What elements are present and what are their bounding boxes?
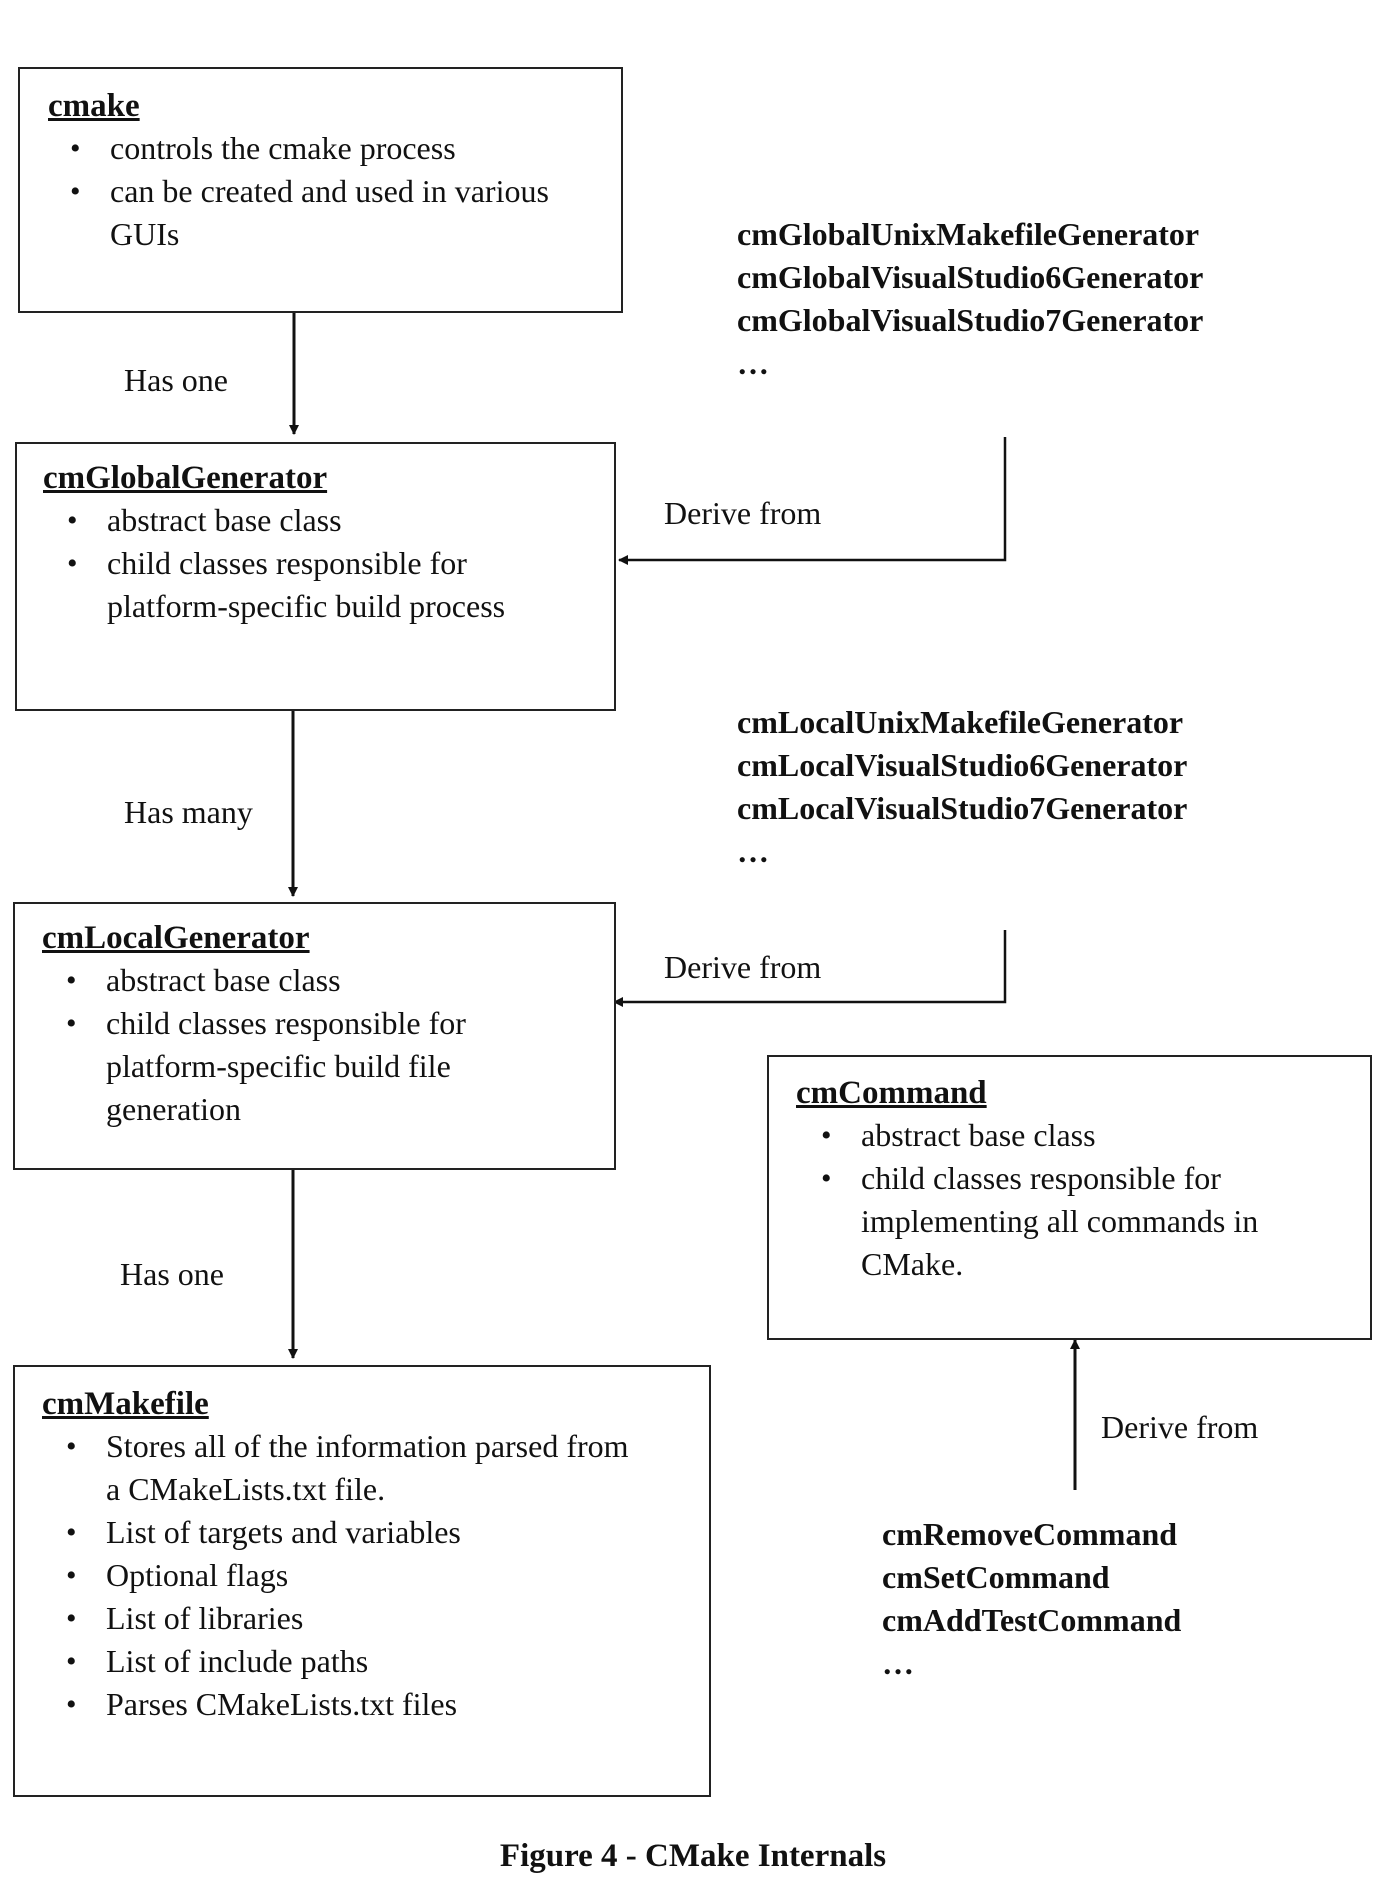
derive-label-command: Derive from [1101, 1409, 1259, 1445]
global-generator-title: cmGlobalGenerator [43, 460, 328, 496]
cmake-box: cmake controls the cmake process can be … [18, 67, 623, 313]
derive-connector-local [613, 930, 1007, 1007]
command-subclass-more: … [882, 1645, 914, 1681]
cmake-title: cmake [48, 88, 140, 124]
command-bullet-1: abstract base class [821, 1114, 1341, 1157]
local-subclass-2: cmLocalVisualStudio6Generator [737, 747, 1188, 783]
command-box: cmCommand abstract base class child clas… [767, 1055, 1372, 1340]
makefile-bullets: Stores all of the information parsed fro… [66, 1425, 646, 1726]
makefile-bullet-5: List of include paths [66, 1640, 646, 1683]
local-generator-box: cmLocalGenerator abstract base class chi… [13, 902, 616, 1170]
local-generator-title: cmLocalGenerator [42, 920, 310, 956]
local-generator-bullet-1: abstract base class [66, 959, 546, 1002]
global-subclass-1: cmGlobalUnixMakefileGenerator [737, 216, 1200, 252]
cmake-bullet-2: can be created and used in various GUIs [70, 170, 590, 256]
command-bullet-2: child classes responsible for implementi… [821, 1157, 1341, 1286]
global-generator-bullet-1: abstract base class [67, 499, 587, 542]
makefile-bullet-3: Optional flags [66, 1554, 646, 1597]
makefile-bullet-2: List of targets and variables [66, 1511, 646, 1554]
makefile-title: cmMakefile [42, 1386, 209, 1422]
command-subclass-list: cmRemoveCommand cmSetCommand cmAddTestCo… [882, 1513, 1181, 1685]
global-generator-bullets: abstract base class child classes respon… [67, 499, 587, 628]
makefile-bullet-6: Parses CMakeLists.txt files [66, 1683, 646, 1726]
global-subclass-more: … [737, 345, 769, 381]
local-subclass-list: cmLocalUnixMakefileGenerator cmLocalVisu… [737, 701, 1187, 873]
makefile-bullet-1: Stores all of the information parsed fro… [66, 1425, 646, 1511]
local-subclass-3: cmLocalVisualStudio7Generator [737, 790, 1188, 826]
global-generator-box: cmGlobalGenerator abstract base class ch… [15, 442, 616, 711]
local-generator-bullet-2: child classes responsible for platform-s… [66, 1002, 546, 1131]
global-generator-bullet-2: child classes responsible for platform-s… [67, 542, 587, 628]
local-subclass-1: cmLocalUnixMakefileGenerator [737, 704, 1184, 740]
derive-label-global: Derive from [664, 495, 822, 531]
derive-label-local: Derive from [664, 949, 822, 985]
command-subclass-1: cmRemoveCommand [882, 1516, 1178, 1552]
cmake-bullet-1: controls the cmake process [70, 127, 590, 170]
global-subclass-list: cmGlobalUnixMakefileGenerator cmGlobalVi… [737, 213, 1203, 385]
has-one-label-makefile: Has one [120, 1256, 224, 1292]
figure-caption: Figure 4 - CMake Internals [499, 1838, 887, 1874]
makefile-box: cmMakefile Stores all of the information… [13, 1365, 711, 1797]
command-title: cmCommand [796, 1075, 987, 1111]
has-many-label: Has many [124, 794, 253, 830]
global-subclass-2: cmGlobalVisualStudio6Generator [737, 259, 1204, 295]
local-generator-bullets: abstract base class child classes respon… [66, 959, 546, 1131]
local-subclass-more: … [737, 833, 769, 869]
makefile-bullet-4: List of libraries [66, 1597, 646, 1640]
has-one-label-cmake: Has one [124, 362, 228, 398]
command-subclass-3: cmAddTestCommand [882, 1602, 1182, 1638]
command-subclass-2: cmSetCommand [882, 1559, 1110, 1595]
global-subclass-3: cmGlobalVisualStudio7Generator [737, 302, 1204, 338]
derive-connector-global [618, 437, 1007, 565]
cmake-bullets: controls the cmake process can be create… [70, 127, 590, 256]
command-bullets: abstract base class child classes respon… [821, 1114, 1341, 1286]
